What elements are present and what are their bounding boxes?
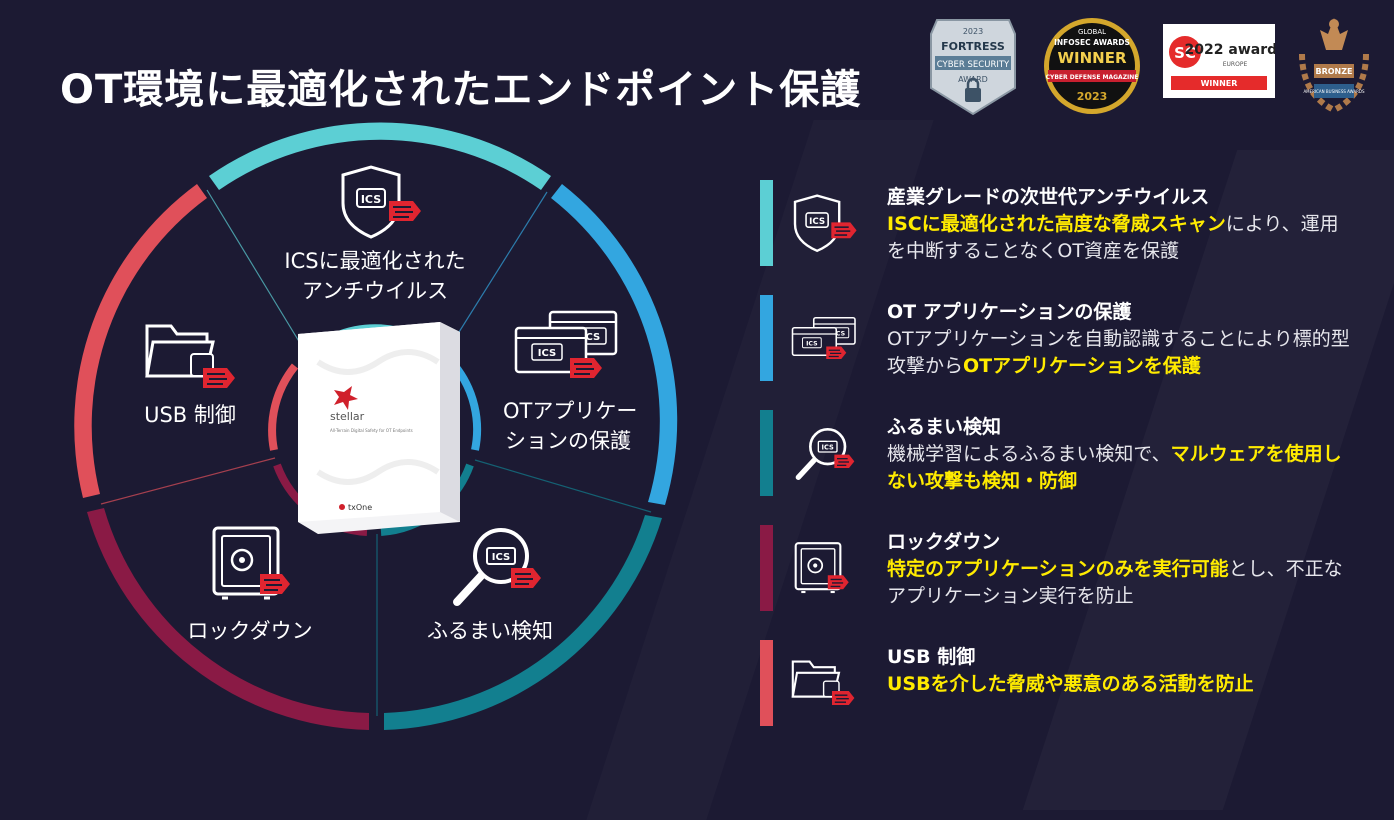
award-text: 2022 awards [1185, 42, 1275, 58]
feature-text: OT アプリケーションの保護 OTアプリケーションを自動認識することにより標的型… [887, 299, 1357, 380]
svg-text:ICS: ICS [806, 340, 818, 347]
wheel-label-app: OTアプリケー ションの保護 [503, 399, 638, 453]
inner-ring-app [451, 363, 482, 451]
feature-text: 産業グレードの次世代アンチウイルス ISCに最適化された高度な脅威スキャンにより… [887, 184, 1357, 265]
svg-text:ICS: ICS [582, 332, 600, 343]
svg-text:ICS: ICS [361, 193, 381, 206]
award-text: EUROPE [1223, 61, 1248, 68]
wheel-label-lockdown: ロックダウン [187, 619, 313, 643]
ring-segment-usb [74, 184, 207, 498]
feature-text: USB 制御 USBを介した脅威や悪意のある活動を防止 [887, 644, 1357, 698]
feature-bar [760, 640, 773, 726]
feature-text: ロックダウン 特定のアプリケーションのみを実行可能とし、不正なアプリケーション実… [887, 529, 1357, 610]
svg-text:ICS: ICS [809, 217, 825, 227]
feature-description: OTアプリケーションを自動認識することにより標的型攻撃から [887, 328, 1350, 377]
award-text: 2023 [963, 27, 983, 36]
product-brand: txOne [348, 503, 372, 512]
feature-title: USB 制御 [887, 646, 976, 668]
feature-bar [760, 295, 773, 381]
shield-ics-icon: ICS [793, 194, 857, 253]
award-text: CYBER DEFENSE MAGAZINE [1046, 74, 1139, 81]
award-text: SC [1174, 44, 1196, 62]
feature-title: OT アプリケーションの保護 [887, 301, 1132, 323]
sc-award-badge: SC 2022 awards EUROPE WINNER [1163, 24, 1275, 98]
app-windows-icon: ICS ICS [791, 316, 856, 359]
product-subtitle: All-Terrain Digital Safety for OT Endpoi… [330, 428, 413, 433]
svg-text:ICS: ICS [492, 552, 510, 563]
feature-description: とし、不正なアプリケーション実行を防止 [887, 558, 1343, 607]
ring-segment-behavior [384, 515, 662, 730]
wheel-label-usb: USB 制御 [144, 403, 236, 427]
award-text: INFOSEC AWARDS [1054, 38, 1130, 47]
ring-segment-app [551, 184, 678, 505]
feature-text: ふるまい検知 機械学習によるふるまい検知で、マルウェアを使用しない攻撃も検知・防… [887, 414, 1357, 495]
award-text: BRONZE [1315, 67, 1352, 76]
feature-highlight: USBを介した脅威や悪意のある活動を防止 [887, 673, 1254, 695]
page-title: OT環境に最適化されたエンドポイント保護 [60, 66, 862, 113]
safe-icon [794, 542, 849, 594]
wheel-label-antivirus: ICSに最適化された アンチウイルス [284, 249, 466, 303]
feature-bar [760, 525, 773, 611]
svg-text:ICS: ICS [822, 443, 834, 451]
feature-highlight: ISCに最適化された高度な脅威スキャン [887, 213, 1226, 235]
fortress-award-badge: 2023 FORTRESS CYBER SECURITY AWARD [930, 19, 1016, 116]
magnifier-ics-icon: ICS [795, 428, 855, 480]
safe-icon [212, 526, 290, 600]
award-text: WINNER [1057, 49, 1126, 67]
inner-ring-usb [268, 363, 299, 451]
award-text: AMERICAN BUSINESS AWARDS [1303, 89, 1365, 94]
ring-segment-lockdown [87, 508, 369, 730]
award-text: GLOBAL [1078, 28, 1106, 36]
award-text: FORTRESS [941, 40, 1005, 53]
feature-description: 機械学習によるふるまい検知で、 [887, 443, 1171, 465]
shield-ics-icon: ICS [341, 165, 421, 239]
feature-title: 産業グレードの次世代アンチウイルス [887, 186, 1210, 208]
award-text: WINNER [1201, 79, 1238, 88]
feature-bar [760, 180, 773, 266]
feature-title: ロックダウン [887, 531, 1001, 553]
product-box: stellar All-Terrain Digital Safety for O… [298, 322, 460, 534]
feature-description: により、運用を中断することなくOT資産を保護 [887, 213, 1339, 262]
infosec-award-badge: GLOBAL INFOSEC AWARDS WINNER CYBER DEFEN… [1044, 18, 1140, 114]
stevie-award-badge: BRONZE AMERICAN BUSINESS AWARDS [1299, 18, 1369, 113]
feature-title: ふるまい検知 [887, 416, 1002, 438]
wheel-label-behavior: ふるまい検知 [427, 619, 553, 643]
feature-highlight: マルウェアを使用しない攻撃も検知・防御 [887, 443, 1342, 492]
ring-segment-antivirus [209, 122, 551, 190]
feature-highlight: 特定のアプリケーションのみを実行可能 [887, 558, 1229, 580]
feature-bar [760, 410, 773, 496]
app-windows-icon: ICS ICS [514, 310, 618, 378]
award-text: CYBER SECURITY [937, 60, 1010, 70]
awards-row: 2023 FORTRESS CYBER SECURITY AWARD GLOBA… [925, 12, 1380, 122]
folder-icon [791, 660, 855, 705]
svg-text:ICS: ICS [538, 348, 556, 359]
magnifier-ics-icon: ICS [453, 528, 541, 606]
folder-icon [145, 324, 235, 388]
award-text: 2023 [1077, 90, 1108, 103]
product-name: stellar [330, 410, 365, 423]
feature-highlight: OTアプリケーションを保護 [963, 355, 1201, 377]
svg-text:ICS: ICS [834, 330, 846, 337]
